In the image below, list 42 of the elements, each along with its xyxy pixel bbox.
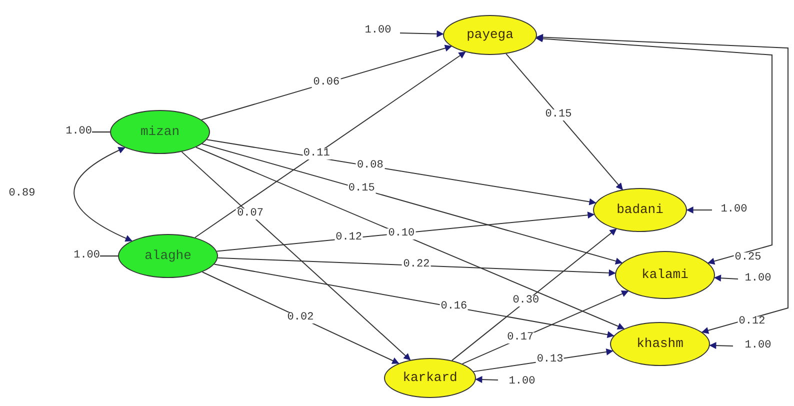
arrow bbox=[536, 34, 788, 334]
edge-label: 0.30 bbox=[512, 296, 540, 307]
variance-label: 1.00 bbox=[74, 250, 100, 262]
arrow bbox=[506, 53, 623, 190]
edge-label: 0.11 bbox=[302, 148, 331, 160]
arrow bbox=[709, 342, 734, 350]
arrow bbox=[181, 151, 411, 360]
variable-name: alaghe bbox=[144, 247, 192, 266]
arrow bbox=[536, 35, 772, 265]
arrow bbox=[400, 30, 444, 38]
arrow bbox=[202, 272, 400, 364]
variable-name: kalami bbox=[642, 266, 688, 284]
variable-name: khashm bbox=[636, 335, 684, 354]
edge-label: 0.13 bbox=[536, 354, 564, 366]
variable-name: mizan bbox=[140, 123, 180, 142]
variable-name: badani bbox=[616, 201, 664, 220]
arrow bbox=[201, 44, 452, 120]
edge-label: 0.17 bbox=[506, 332, 535, 344]
arrow bbox=[451, 228, 617, 361]
variable-ellipse bbox=[443, 15, 537, 55]
variable-ellipse bbox=[615, 251, 715, 299]
arrow bbox=[214, 264, 614, 338]
arrow bbox=[202, 143, 623, 264]
arrow bbox=[714, 274, 738, 282]
arrow bbox=[686, 206, 712, 214]
edge-label: 0.06 bbox=[312, 78, 341, 89]
edge-label: 0.02 bbox=[286, 312, 315, 324]
variable-name: karkard bbox=[402, 369, 458, 388]
variable-ellipse bbox=[610, 322, 710, 366]
edge-label: 0.08 bbox=[356, 160, 384, 172]
edge-label: 0.15 bbox=[347, 184, 376, 195]
edge-label: 0.10 bbox=[387, 228, 416, 240]
variable-name: payega bbox=[466, 26, 514, 44]
arrow bbox=[74, 147, 132, 242]
arrow bbox=[475, 376, 498, 384]
edge-label: 0.15 bbox=[544, 109, 573, 120]
edge-label: 0.16 bbox=[440, 302, 468, 313]
variance-label: 1.00 bbox=[66, 126, 92, 138]
edge-label: 0.07 bbox=[236, 208, 264, 220]
arrow bbox=[194, 52, 466, 238]
arrow bbox=[196, 146, 625, 330]
arrow bbox=[217, 257, 616, 276]
